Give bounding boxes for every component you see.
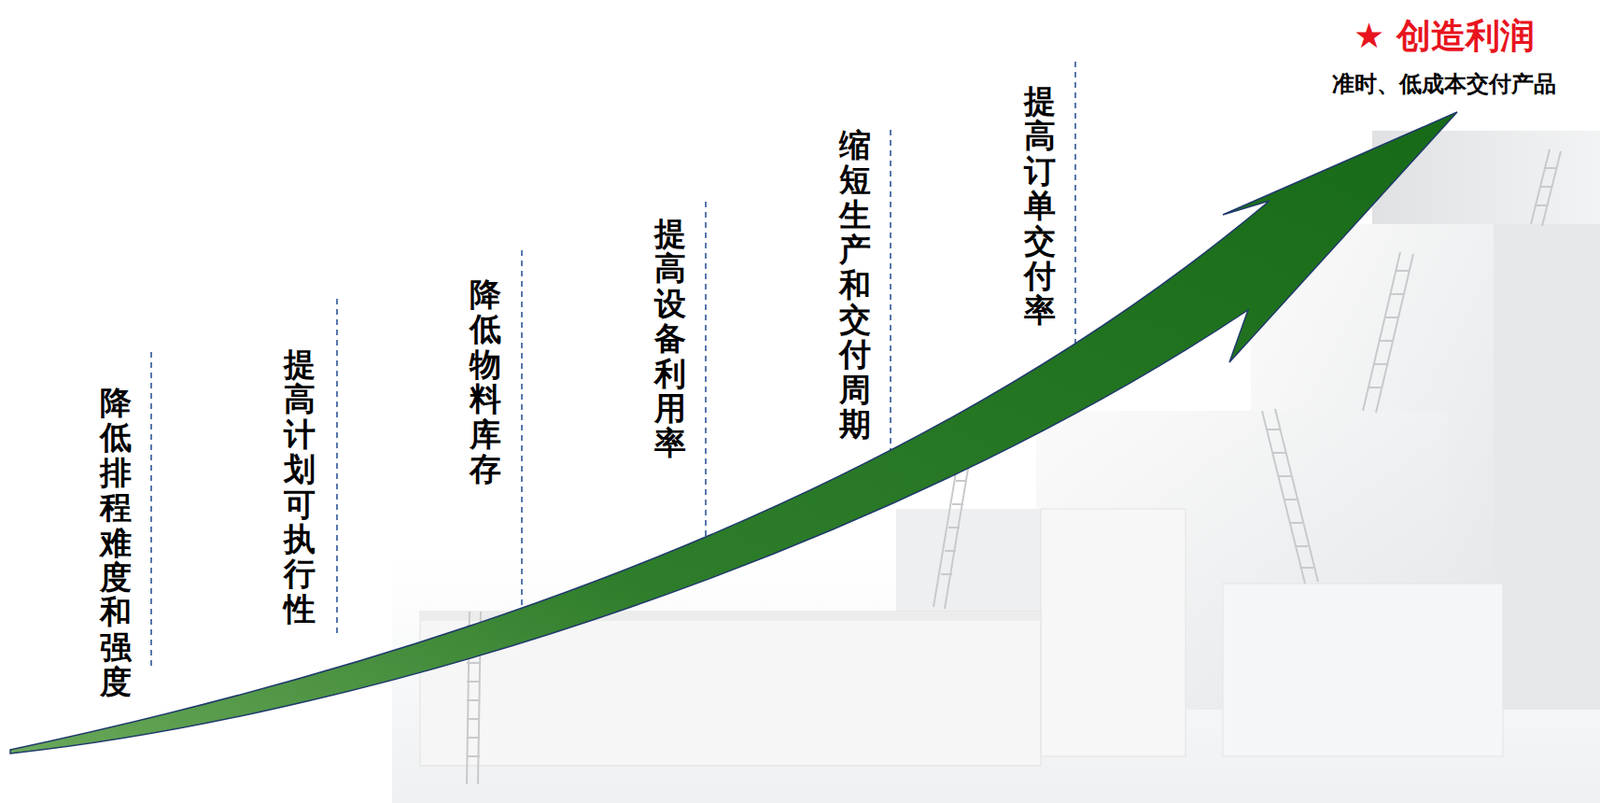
block (896, 508, 1046, 621)
growth-arrow (10, 112, 1458, 754)
block (1493, 224, 1600, 710)
block (1222, 583, 1503, 757)
vertical-label: 降低物料库存 (469, 277, 502, 487)
ladders (466, 149, 1561, 785)
vertical-label: 降低排程难度和强度 (99, 385, 132, 701)
vertical-label: 缩短生产和交付周期 (839, 127, 871, 443)
goal-subtitle: 准时、低成本交付产品 (1332, 69, 1557, 99)
block (1040, 508, 1186, 757)
vertical-label: 提高设备利用率 (654, 216, 687, 462)
goal-title: ★ 创造利润 (1353, 13, 1535, 60)
vertical-label: 提高计划可执行性 (283, 347, 316, 627)
vertical-label: 提高订单交付率 (1024, 84, 1056, 329)
